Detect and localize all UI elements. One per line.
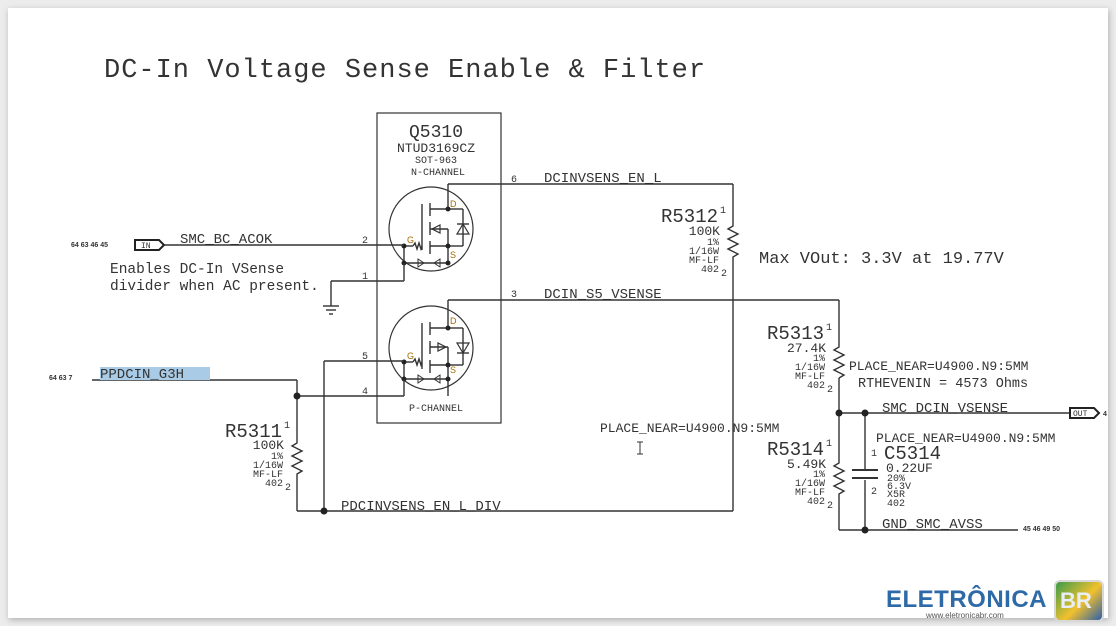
r5313-tolerance: 1% [813,354,825,365]
r5313-type: MF-LF [795,372,825,383]
r5314-pin1: 1 [826,439,832,450]
place-near-note-r5313: PLACE_NEAR=U4900.N9:5MM [849,359,1028,374]
q5310-pin-4: 4 [362,387,368,398]
net-dcin-s5-vsense[interactable]: DCIN_S5_VSENSE [544,287,662,303]
q5310-package-box [376,112,502,424]
q5310-pin-5: 5 [362,352,368,363]
n-mos-source-label: S [450,250,456,260]
logo-badge-text: BR [1060,588,1092,613]
n-mos-gate-label: G [407,235,414,245]
net-smc-dcin-vsense[interactable]: SMC_DCIN_VSENSE [882,401,1008,417]
smc-dcin-vsense-out-port[interactable]: OUT [1069,407,1101,419]
wires [92,183,1070,534]
place-near-note-c5314: PLACE_NEAR=U4900.N9:5MM [876,431,1055,446]
net-smc-bc-acok[interactable]: SMC_BC_ACOK [180,232,273,248]
r5314-pin2: 2 [827,501,833,512]
eletronicabr-logo: ELETRÔNICA BR www.eletronicabr.com [886,574,1116,624]
c5314-value: 0.22UF [886,461,933,476]
q5310-pin-2: 2 [362,236,368,247]
r5313-ref: R5313 [767,323,824,345]
r5312-pin2: 2 [721,269,727,280]
r5313-size: 402 [807,381,825,392]
page-title: DC-In Voltage Sense Enable & Filter [104,56,706,86]
text-cursor-icon [637,441,643,455]
r5313-pin1: 1 [826,323,832,334]
q5310-pin-1: 1 [362,272,368,283]
capacitor-c5314[interactable]: 1 2 C5314 0.22UF 20% 6.3V X5R 402 [852,443,941,510]
c5314-pin1: 1 [871,449,877,460]
c5314-voltage: 6.3V [887,482,911,493]
r5314-ref: R5314 [767,439,824,461]
resistor-r5314[interactable]: R5314 1 5.49K 1% 1/16W MF-LF 402 2 [767,439,846,512]
in-port-label: IN [141,242,151,251]
q5310-pin-6: 6 [511,175,517,186]
smc-dcin-vsense-page-refs: 4 [1103,411,1107,418]
r5311-pin2: 2 [285,483,291,494]
r5311-type: MF-LF [253,470,283,481]
r5311-value: 100K [253,438,284,453]
net-dcinvsens-en-l[interactable]: DCINVSENS_EN_L [544,171,662,187]
p-mos-gate-label: G [407,351,414,361]
r5314-power: 1/16W [795,478,825,490]
r5312-pin1: 1 [720,206,726,217]
resistor-r5311[interactable]: R5311 1 100K 1% 1/16W MF-LF 402 2 [225,421,304,494]
c5314-pin2: 2 [871,487,877,498]
p-mos-source-label: S [450,365,456,375]
out-port-label: OUT [1073,410,1088,419]
net-gnd-smc-avss[interactable]: GND_SMC_AVSS [882,517,983,533]
r5314-value: 5.49K [787,457,826,472]
n-channel-mosfet-symbol: D G S [388,184,474,272]
r5312-type: MF-LF [689,256,719,267]
rthevenin-note: RTHEVENIN = 4573 Ohms [858,377,1028,392]
r5311-pin1: 1 [284,421,290,432]
smc-bc-acok-page-refs: 64 63 46 45 [71,242,108,249]
smc-bc-acok-in-port[interactable]: IN [134,239,166,251]
c5314-tolerance: 20% [887,474,905,485]
r5311-power: 1/16W [253,460,283,472]
c5314-ref: C5314 [884,443,941,465]
r5313-pin2: 2 [827,385,833,396]
logo-url: www.eletronicabr.com [926,611,1004,620]
r5313-power: 1/16W [795,362,825,374]
q5310-p-channel-label: P-CHANNEL [409,404,463,415]
gnd-smc-avss-page-refs: 45 46 49 50 [1023,526,1060,533]
max-vout-note: Max VOut: 3.3V at 19.77V [759,250,1005,269]
n-mos-drain-label: D [450,199,457,209]
enable-note-line-1: Enables DC-In VSense [110,262,284,278]
logo-brand-text: ELETRÔNICA [886,586,1047,613]
enable-note-line-2: divider when AC present. [110,279,319,295]
schematic-page [8,8,1108,618]
q5310-ref: Q5310 [409,123,463,143]
r5314-type: MF-LF [795,488,825,499]
r5313-value: 27.4K [787,341,826,356]
resistor-r5312[interactable]: R5312 1 100K 1% 1/16W MF-LF 402 2 [661,206,740,280]
r5311-ref: R5311 [225,421,282,443]
p-channel-mosfet-symbol: D G S [388,300,474,396]
r5312-tolerance: 1% [707,238,719,249]
r5312-value: 100K [689,224,720,239]
logo-chip-icon: BR [1056,582,1102,620]
c5314-size: 402 [887,499,905,510]
r5312-size: 402 [701,265,719,276]
p-mos-drain-label: D [450,316,457,326]
net-ppdcin-g3h[interactable]: PPDCIN_G3H [100,367,184,383]
r5314-tolerance: 1% [813,470,825,481]
q5310-n-channel-label: N-CHANNEL [411,168,465,179]
q5310-pin-3: 3 [511,290,517,301]
q5310-part-number: NTUD3169CZ [397,141,475,156]
r5312-power: 1/16W [689,246,719,258]
resistor-r5313[interactable]: R5313 1 27.4K 1% 1/16W MF-LF 402 2 [767,323,846,396]
r5311-size: 402 [265,479,283,490]
r5314-size: 402 [807,497,825,508]
r5312-ref: R5312 [661,206,718,228]
c5314-dielectric: X5R [887,490,905,501]
r5311-tolerance: 1% [271,452,283,463]
q5310-package: SOT-963 [415,156,457,167]
place-near-note-mid: PLACE_NEAR=U4900.N9:5MM [600,421,779,436]
net-pdcinvsens-en-l-div[interactable]: PDCINVSENS_EN_L_DIV [341,499,501,515]
ppdcin-g3h-page-refs: 64 63 7 [49,375,72,382]
ppdcin-g3h-selection-highlight [100,367,210,380]
